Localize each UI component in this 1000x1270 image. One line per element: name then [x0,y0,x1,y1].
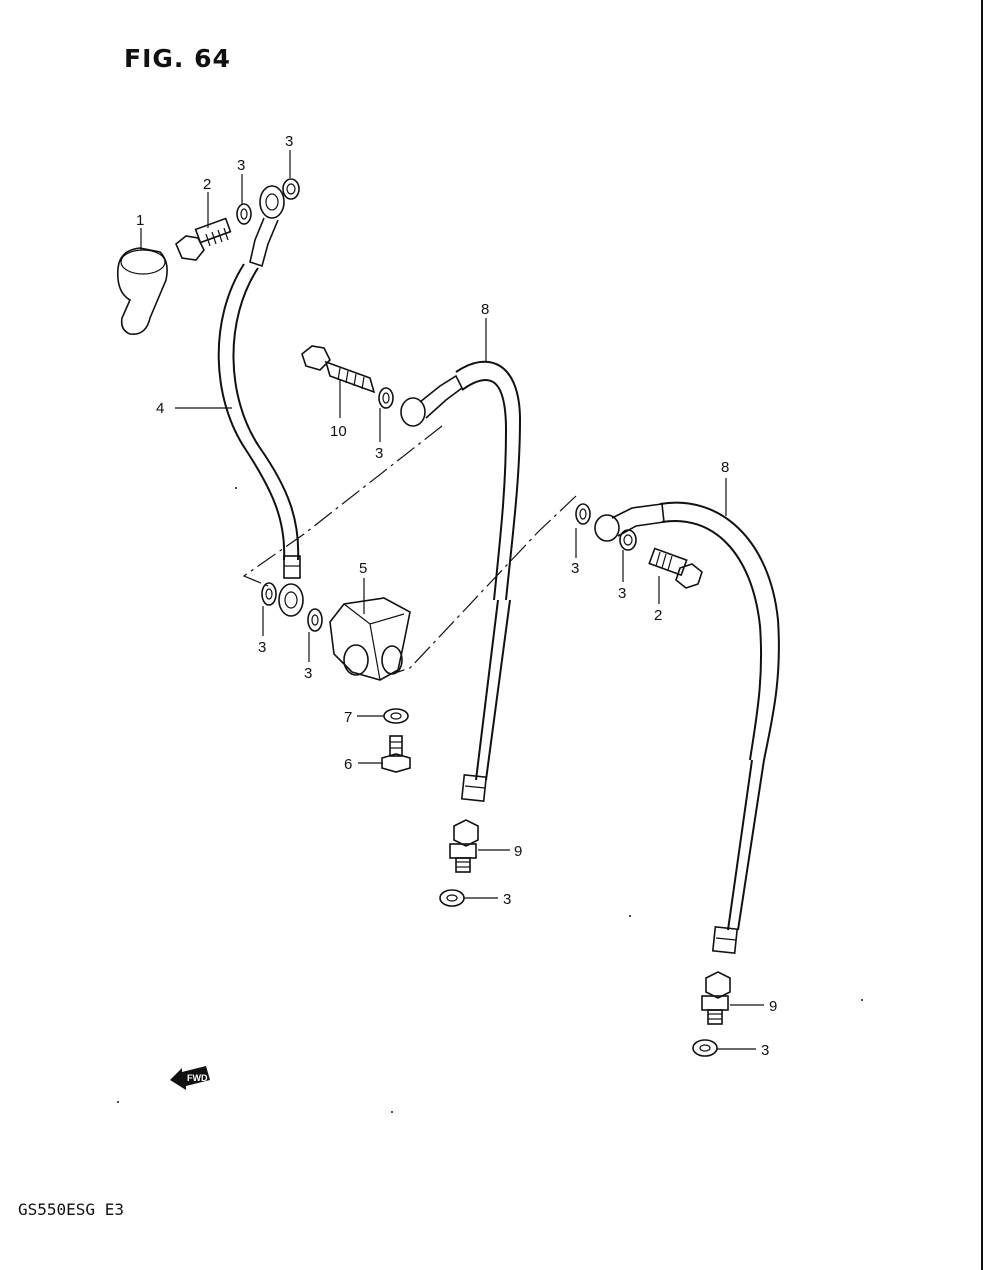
alignment-lines [242,425,577,673]
washer-fitting-center [439,889,465,907]
fwd-label: FWD [187,1073,208,1083]
part-fitting-9-right [701,971,731,1025]
page-border-line [981,0,983,1270]
callout-8-center: 8 [481,301,489,318]
callout-3-upper-right: 3 [285,133,293,150]
part-brake-hose-4 [217,185,304,617]
callout-8-right: 8 [721,459,729,476]
callout-10: 10 [330,423,347,440]
callout-3-right-1: 3 [571,560,579,577]
part-hose-joint [329,597,411,681]
leader-lines [140,150,764,1050]
callout-3-joint-right: 3 [304,665,312,682]
washer-upper-1 [236,203,252,225]
scan-specks [117,487,863,1113]
fwd-arrow-icon: FWD [170,1066,210,1090]
part-washer-7 [383,708,409,724]
callout-9-right: 9 [769,998,777,1015]
part-union-bolt-upper [175,217,232,261]
part-union-bolt-10 [301,345,376,394]
callout-labels: 1 2 3 3 4 8 10 3 8 5 3 3 3 2 3 7 6 9 3 9… [136,133,777,1059]
washer-10-side [378,387,394,409]
model-code: GS550ESG E3 [18,1200,124,1219]
callout-1: 1 [136,212,144,229]
part-brake-hose-8-center [400,360,522,802]
part-boot-cap [116,247,168,335]
callout-2-lower: 2 [654,607,662,624]
part-fitting-9-center [449,819,479,873]
washer-joint-right [307,608,323,632]
callout-3-fitting-center: 3 [503,891,511,908]
callout-3-upper-left: 3 [237,157,245,174]
callout-3-fitting-right: 3 [761,1042,769,1059]
part-brake-hose-8-right [575,501,780,954]
callout-7: 7 [344,709,352,726]
callout-4: 4 [156,400,164,417]
callout-3-bolt10: 3 [375,445,383,462]
washer-fitting-right [692,1039,718,1057]
callout-2-upper: 2 [203,176,211,193]
washer-joint-left [261,582,277,606]
part-union-bolt-lower [648,547,703,589]
figure-title: FIG. 64 [124,44,231,73]
callout-6: 6 [344,756,352,773]
washer-upper-2 [282,178,300,200]
callout-3-right-2: 3 [618,585,626,602]
part-bolt-6 [381,735,411,773]
callout-9-center: 9 [514,843,522,860]
callout-5: 5 [359,560,367,577]
callout-3-joint-left: 3 [258,639,266,656]
